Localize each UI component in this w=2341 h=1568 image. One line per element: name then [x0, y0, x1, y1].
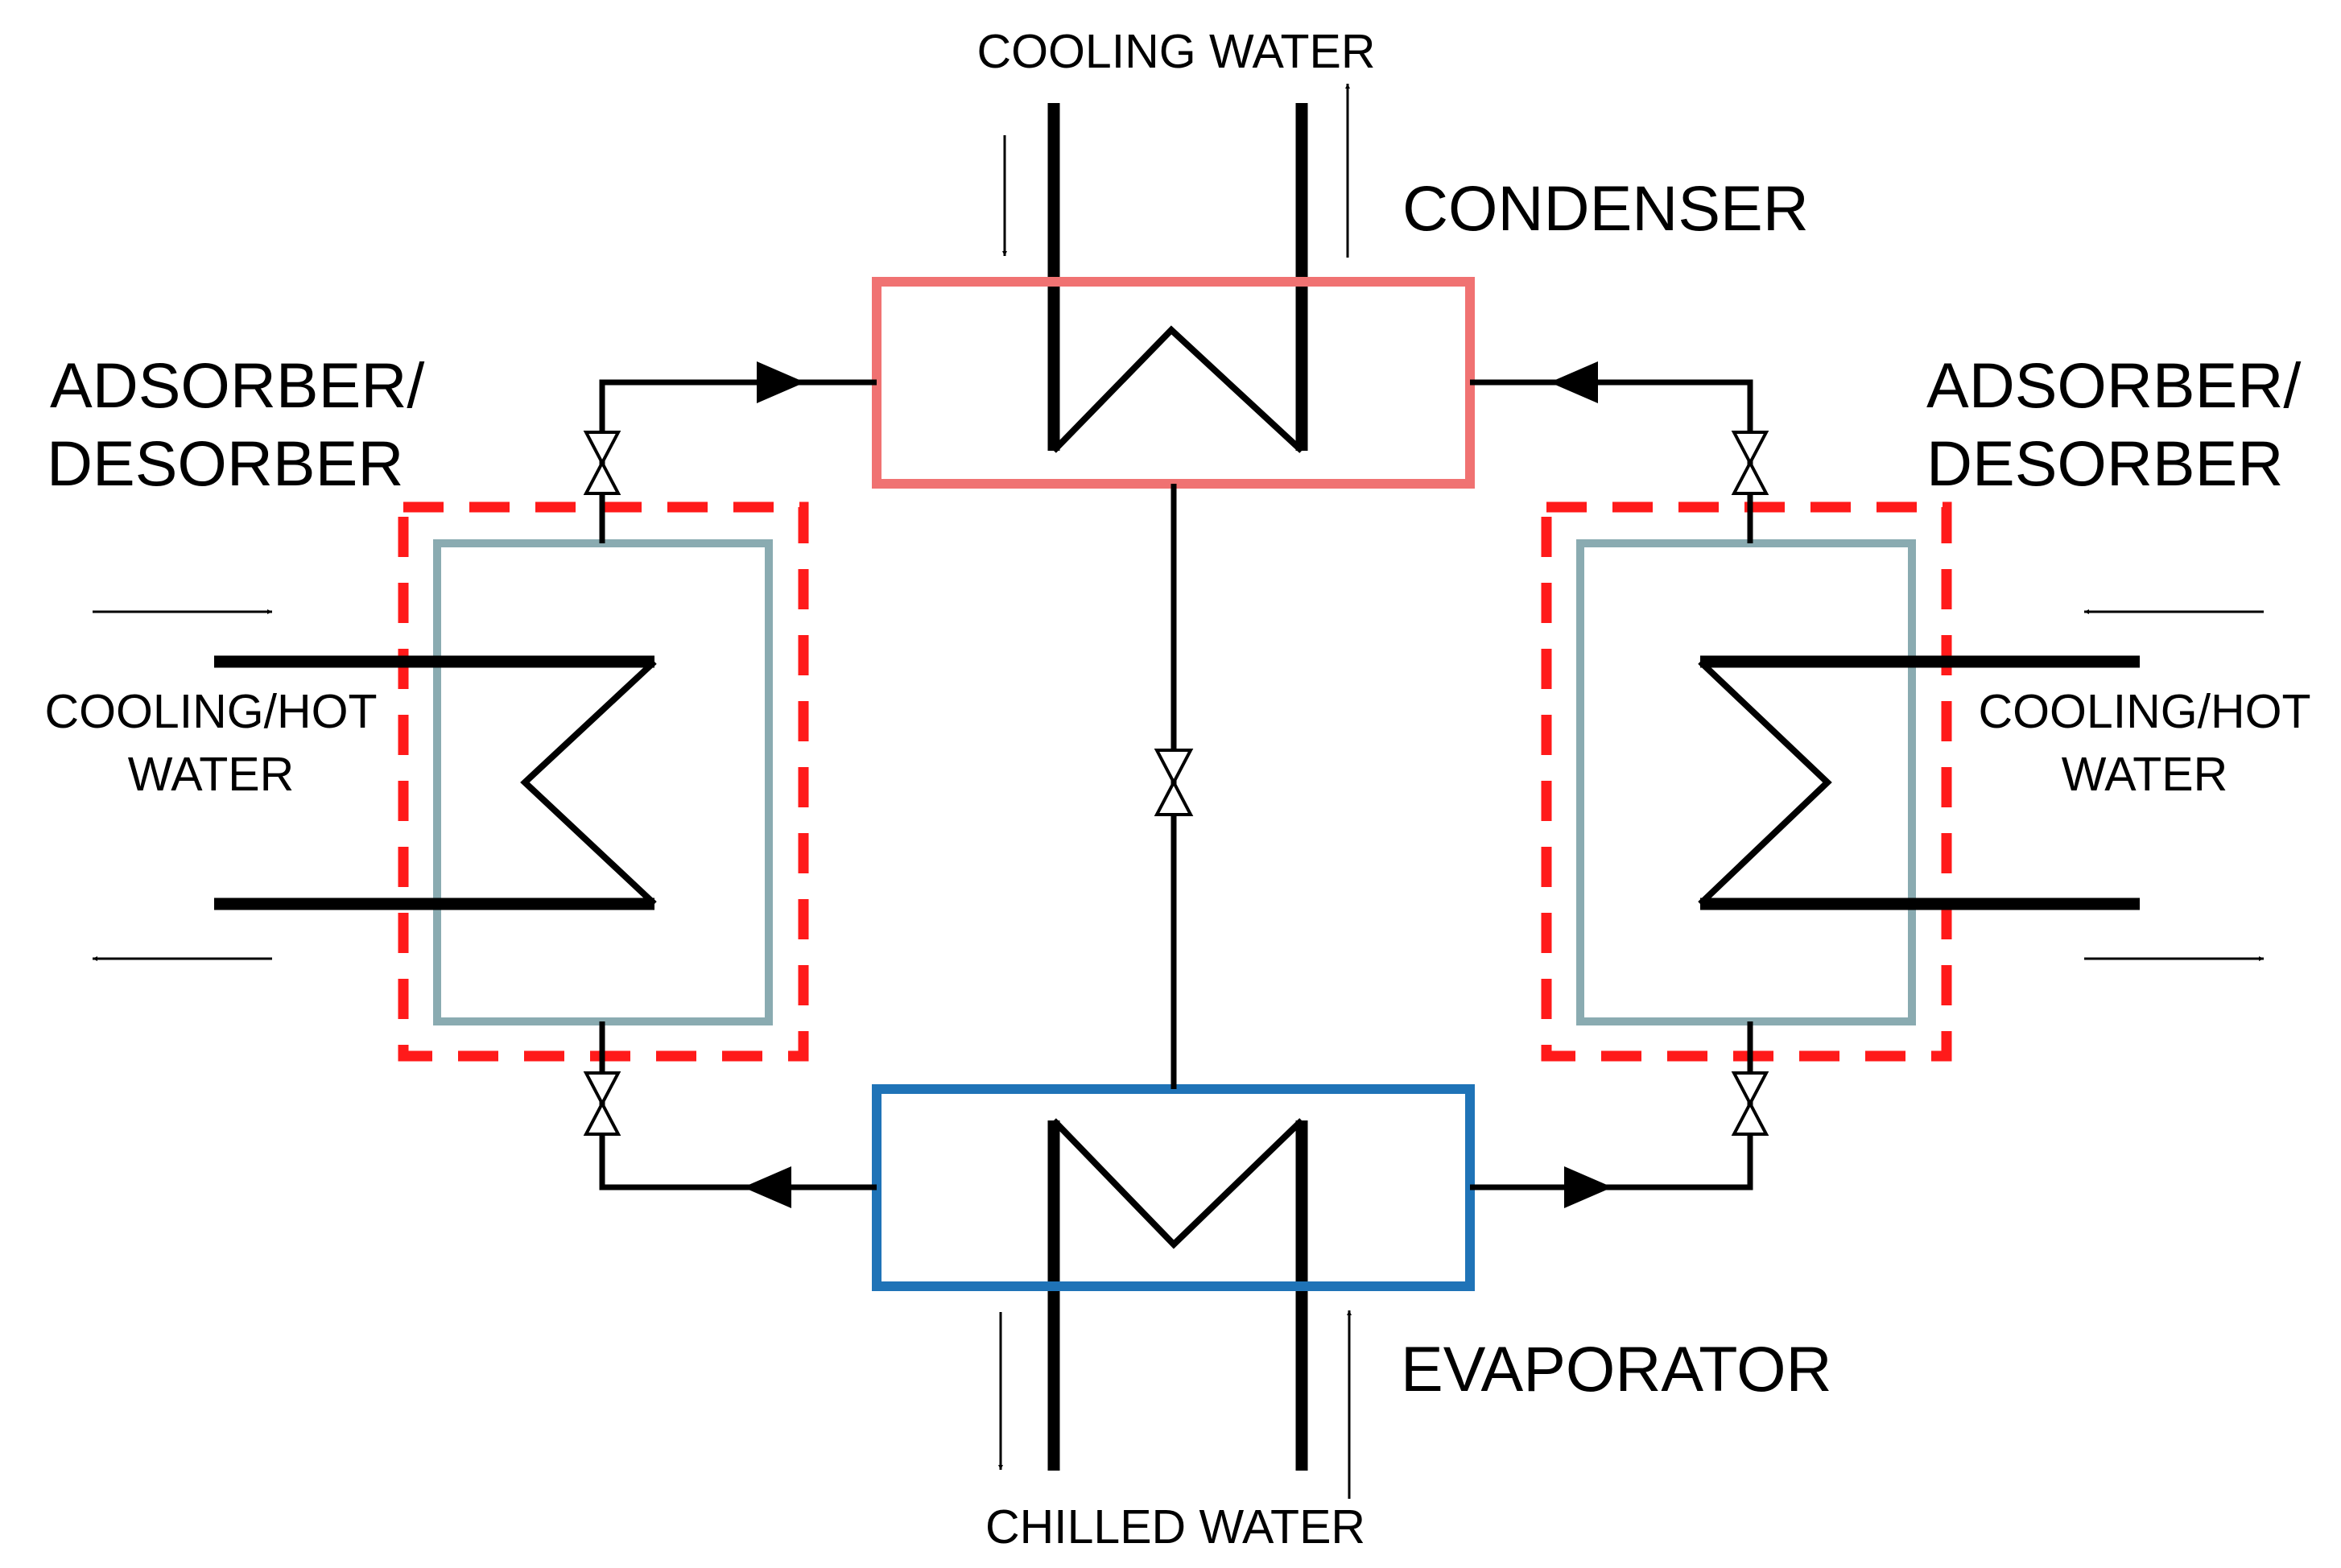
left-hx-coil — [520, 659, 657, 906]
right-top-pipe — [1470, 379, 1753, 543]
condenser-coil — [1051, 325, 1304, 453]
cooling-water-label: COOLING WATER — [977, 25, 1376, 78]
left-adsorber-label-line1: ADSORBER/ — [50, 349, 424, 421]
left-top-flow-arrow — [757, 361, 805, 403]
right-bottom-valve — [1731, 1071, 1769, 1136]
left-bottom-pipe — [599, 1021, 877, 1190]
right-water-label-line2: WATER — [2062, 748, 2227, 801]
left-adsorber-boundary — [398, 501, 809, 1062]
evaporator-coil — [1051, 1118, 1304, 1249]
left-adsorber-label-line2: DESORBER — [47, 427, 403, 499]
left-adsorber-vessel — [433, 539, 773, 1025]
evaporator-vessel — [872, 1084, 1475, 1291]
left-top-valve — [583, 431, 621, 495]
condenser-unit — [872, 84, 1475, 489]
right-bottom-pipe — [1470, 1021, 1753, 1190]
right-top-valve — [1731, 431, 1769, 495]
right-adsorber-bed — [1541, 501, 2264, 1062]
right-adsorber-label-line2: DESORBER — [1926, 427, 2283, 499]
left-bottom-flow-arrow — [743, 1166, 791, 1208]
condenser-vessel — [872, 277, 1475, 489]
expansion-valve — [1154, 749, 1194, 816]
left-top-pipe — [599, 379, 877, 543]
right-adsorber-vessel — [1576, 539, 1916, 1025]
right-bottom-flow-arrow — [1564, 1166, 1612, 1208]
left-water-label-line1: COOLING/HOT — [44, 685, 377, 738]
right-top-flow-arrow — [1550, 361, 1598, 403]
chilled-water-label: CHILLED WATER — [985, 1500, 1365, 1554]
right-adsorber-boundary — [1541, 501, 1952, 1062]
condenser-label: CONDENSER — [1402, 172, 1809, 244]
left-water-label-line2: WATER — [128, 748, 294, 801]
evaporator-unit — [872, 1084, 1475, 1499]
right-hx-coil — [1698, 659, 1832, 906]
right-water-label-line1: COOLING/HOT — [1978, 685, 2310, 738]
left-bottom-valve — [583, 1071, 621, 1136]
right-adsorber-label-line1: ADSORBER/ — [1926, 349, 2301, 421]
evaporator-label: EVAPORATOR — [1401, 1333, 1832, 1405]
